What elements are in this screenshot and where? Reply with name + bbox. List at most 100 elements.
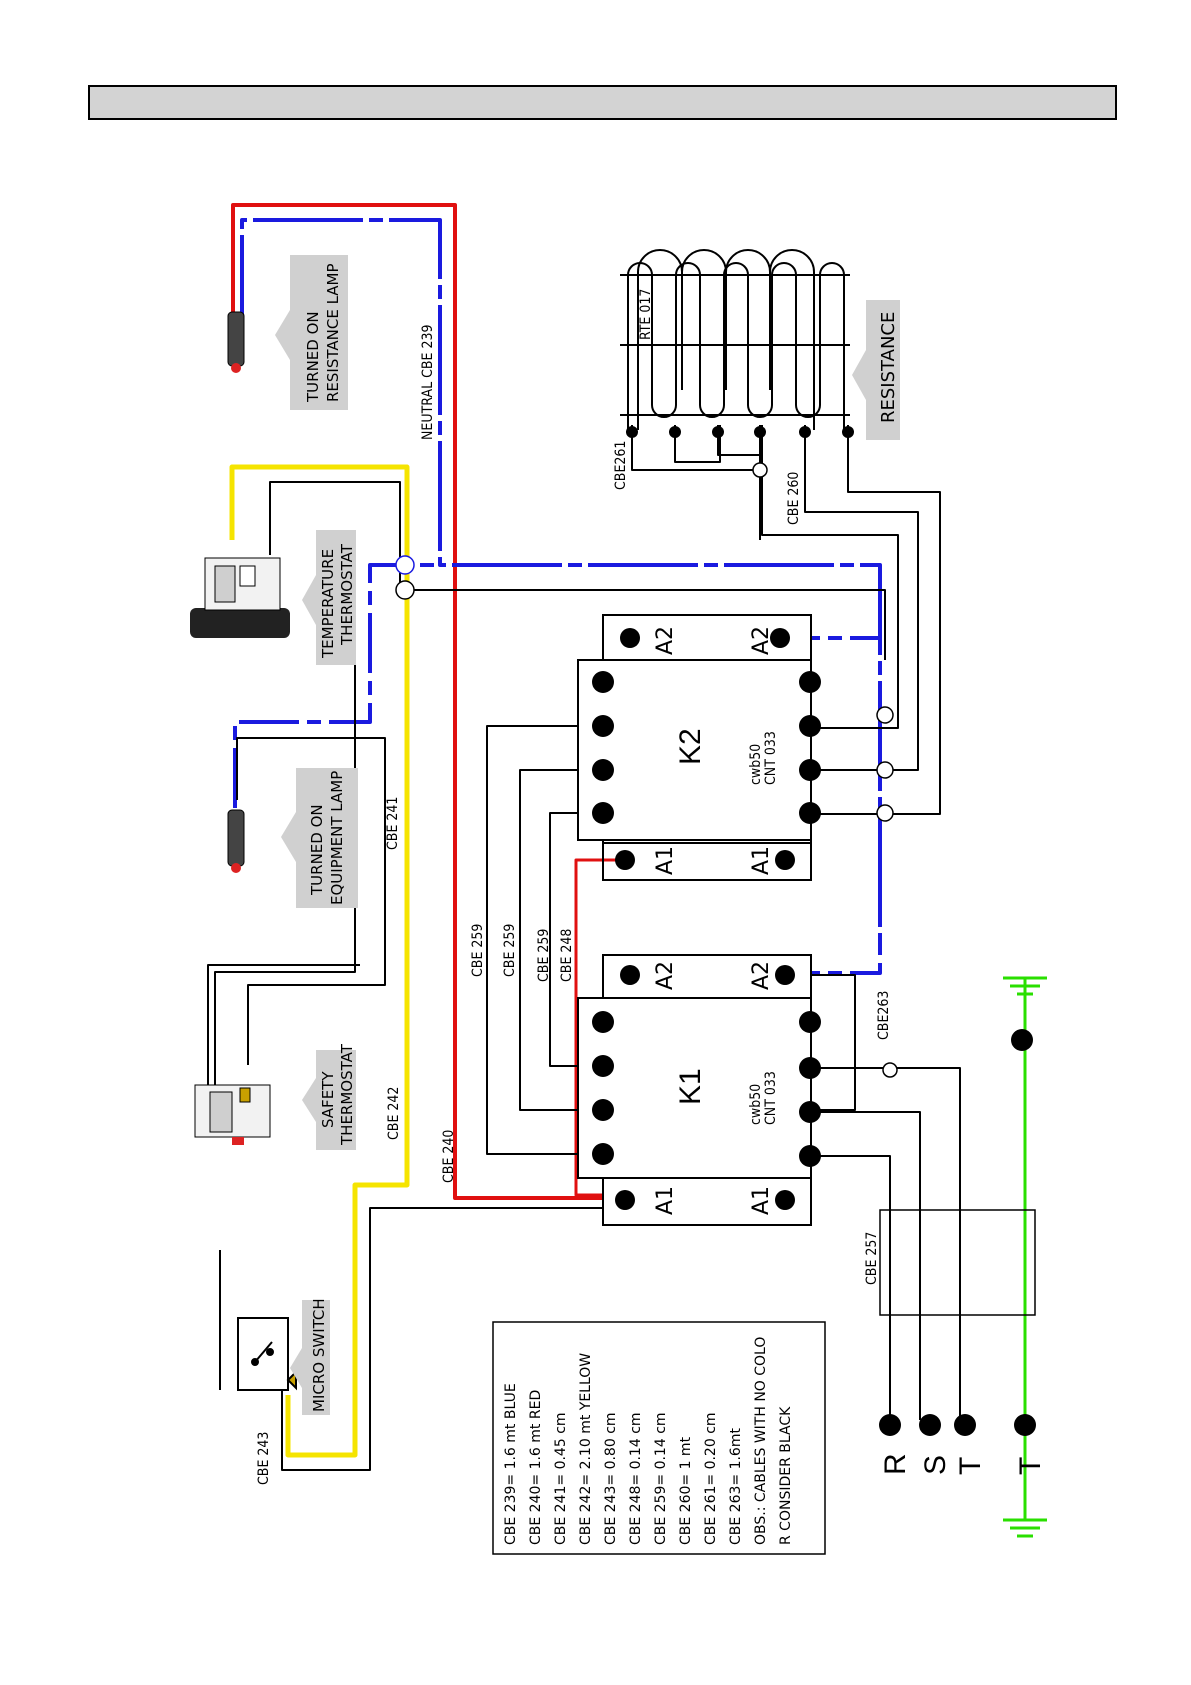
k1-a1-right: A1: [749, 1186, 774, 1215]
k2-a1-right: A1: [749, 846, 774, 875]
wire-k2-r3: [761, 425, 899, 729]
legend-item: CBE 248= 0.14 cm: [628, 1412, 644, 1545]
k2-code: CNT 033: [763, 731, 779, 785]
wire-cbe261-a: [631, 425, 761, 471]
wire-k1-t: [810, 1067, 961, 1420]
lamp-equipment-text-1: TURNED ON: [308, 804, 326, 896]
contactor-k2: K2 cwb50 CNT 033 A2 A2 A1 A1: [577, 614, 821, 875]
resistance-element: [620, 249, 850, 430]
k1-name: K1: [674, 1068, 707, 1105]
k2-a2-right: A2: [749, 626, 774, 655]
ground-icon-top: [1003, 976, 1047, 1005]
lamp-resistance-icon: [227, 311, 245, 373]
wire-crossings: [395, 462, 898, 1078]
wire-cbe260: [717, 425, 761, 540]
legend-item: OBS.: CABLES WITH NO COLO: [753, 1337, 769, 1545]
wire-cbe248-red: [574, 858, 622, 1197]
resistance-label: RESISTANCE: [852, 300, 900, 440]
resistance-code: RTE 017: [638, 289, 654, 340]
wire-k2-r2: [804, 425, 919, 771]
k2-name: K2: [674, 728, 707, 765]
wire-k1-s: [810, 1111, 921, 1420]
wires: [207, 203, 1027, 1500]
wire-cbe259-3: [549, 812, 603, 1067]
supply-terminals: [879, 1029, 1036, 1436]
k2-a2-left: A2: [653, 626, 678, 655]
safety-thermostat-text-1: SAFETY: [319, 1071, 337, 1128]
wire-cbe263: [780, 974, 856, 1111]
cbe257-box: [879, 1209, 1036, 1316]
k1-a1-left: A1: [653, 1186, 678, 1215]
wire-cbe261-b: [674, 425, 721, 463]
legend-item: CBE 259= 0.14 cm: [653, 1412, 669, 1545]
lamp-equipment-text-2: EQUIPMENT LAMP: [328, 771, 346, 905]
label-cbe240: CBE 240: [441, 1130, 457, 1183]
resistance-terminals: [626, 426, 854, 438]
legend-item: CBE 242= 2.10 mt YELLOW: [578, 1353, 594, 1545]
lamp-resistance-label: TURNED ON RESISTANCE LAMP: [275, 255, 348, 410]
temp-thermostat-icon: [190, 557, 290, 638]
k1-model: cwb50: [748, 1084, 764, 1125]
wire-k2-r1: [810, 425, 941, 815]
legend-item: R CONSIDER BLACK: [778, 1406, 794, 1545]
wire-k1-r: [810, 1155, 891, 1420]
k2-top-frame: [602, 614, 812, 661]
wire-cbe259-1: [486, 725, 603, 1155]
lamp-resistance-text-2: RESISTANCE LAMP: [324, 263, 342, 402]
legend-box: CBE 239= 1.6 mt BLUE CBE 240= 1.6 mt RED C…: [492, 1321, 826, 1555]
wire-cbe240-red: [231, 203, 612, 1200]
k2-a1-left: A1: [653, 846, 678, 875]
k1-a2-left: A2: [653, 961, 678, 990]
label-cbe241: CBE 241: [385, 797, 401, 850]
supply-t: T: [954, 1457, 987, 1475]
wire-safety-b: [207, 964, 360, 1085]
label-cbe243: CBE 243: [256, 1432, 272, 1485]
label-cbe259-3: CBE 259: [536, 929, 552, 982]
label-neutral-cbe239: NEUTRAL CBE 239: [420, 324, 436, 440]
micro-switch-text: MICRO SWITCH: [310, 1298, 328, 1412]
micro-switch-icon: [219, 1250, 297, 1391]
safety-thermostat-text-2: THERMOSTAT: [338, 1043, 356, 1146]
contactor-k1: K1 cwb50 CNT 033 A2 A2 A1 A1: [577, 954, 821, 1226]
label-cbe248: CBE 248: [559, 929, 575, 982]
wire-blue-lamp-equip: [233, 563, 440, 808]
safety-thermostat-label: SAFETY THERMOSTAT: [302, 1043, 356, 1150]
wire-cbe243: [281, 1207, 612, 1471]
ground-icon-bottom: [1003, 1480, 1047, 1538]
legend-item: CBE 241= 0.45 cm: [553, 1412, 569, 1545]
header-bar: [88, 85, 1117, 120]
legend-item: CBE 260= 1 mt: [678, 1436, 694, 1545]
legend-item: CBE 240= 1.6 mt RED: [528, 1390, 544, 1545]
label-cbe261: CBE261: [613, 441, 629, 490]
resistance-text: RESISTANCE: [878, 312, 899, 423]
label-cbe260: CBE 260: [786, 472, 802, 525]
wire-cbe259-2: [519, 769, 603, 1111]
wire-cbe241: [236, 737, 386, 1065]
supply-r: R: [879, 1453, 912, 1475]
supply-ground-t: T: [1014, 1457, 1047, 1475]
legend-item: CBE 261= 0.20 cm: [703, 1412, 719, 1545]
legend-item: CBE 239= 1.6 mt BLUE: [503, 1383, 519, 1545]
wire-cbe242-yellow: [229, 464, 410, 1458]
label-cbe257: CBE 257: [864, 1232, 880, 1285]
k1-bottom-frame: [602, 1177, 812, 1226]
micro-switch-label: MICRO SWITCH: [290, 1298, 330, 1415]
temp-thermostat-label: TEMPERATURE THERMOSTAT: [302, 530, 356, 665]
k1-a2-right: A2: [749, 961, 774, 990]
legend-item: CBE 263= 1.6mt: [728, 1428, 744, 1545]
label-cbe263: CBE263: [876, 991, 892, 1040]
temp-thermostat-text-1: TEMPERATURE: [319, 549, 337, 659]
k2-bottom-frame: [602, 839, 812, 881]
label-cbe242: CBE 242: [386, 1087, 402, 1140]
label-cbe259-1: CBE 259: [470, 924, 486, 977]
k1-top-frame: [602, 954, 812, 999]
label-cbe259-2: CBE 259: [502, 924, 518, 977]
wire-temp-thermo-black: [269, 481, 886, 660]
supply-s: S: [919, 1455, 952, 1475]
lamp-equipment-icon: [227, 809, 245, 873]
k1-code: CNT 033: [763, 1071, 779, 1125]
lamp-resistance-text-1: TURNED ON: [304, 311, 322, 403]
k2-model: cwb50: [748, 744, 764, 785]
safety-thermostat-icon: [194, 1084, 271, 1145]
